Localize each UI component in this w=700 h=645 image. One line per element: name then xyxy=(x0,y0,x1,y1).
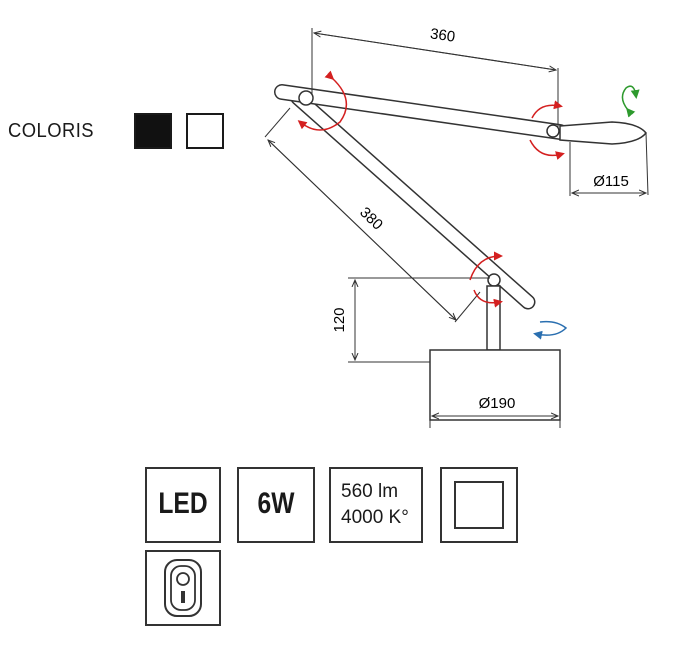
spec-light-box: 560 lm 4000 K° xyxy=(329,467,423,543)
dim-label-360: 360 xyxy=(429,25,456,45)
coloris-label: COLORIS xyxy=(8,120,95,142)
swivel-arrow-icon xyxy=(533,320,568,340)
head-joint xyxy=(546,124,560,138)
square-frame-icon xyxy=(440,467,518,543)
lower-arm xyxy=(290,90,536,310)
tilt-arrow-icon xyxy=(621,85,640,118)
spec-source: LED xyxy=(158,487,208,520)
base-post xyxy=(486,285,501,351)
base-joint xyxy=(487,273,501,287)
spec-flux: 560 lm xyxy=(341,481,399,502)
color-swatch-white[interactable] xyxy=(186,113,224,149)
dimension-120 xyxy=(348,277,490,363)
wall-switch-icon xyxy=(164,559,202,617)
spec-source-box: LED xyxy=(145,467,221,543)
inner-square xyxy=(454,481,504,529)
base-plate xyxy=(429,349,561,421)
wall-switch-icon-box xyxy=(145,550,221,626)
spec-power-box: 6W xyxy=(237,467,315,543)
dimension-base-diameter xyxy=(429,416,561,428)
dim-label-head: Ø115 xyxy=(593,173,629,190)
dimension-380 xyxy=(264,107,481,323)
rotation-arrows xyxy=(297,70,565,308)
spec-color-temp: 4000 K° xyxy=(341,507,409,528)
top-joint xyxy=(298,90,314,106)
dim-label-120: 120 xyxy=(331,307,348,332)
dim-label-base: Ø190 xyxy=(479,395,516,412)
color-swatch-black[interactable] xyxy=(134,113,172,149)
lamp-head xyxy=(559,121,647,145)
spec-power: 6W xyxy=(257,487,295,520)
